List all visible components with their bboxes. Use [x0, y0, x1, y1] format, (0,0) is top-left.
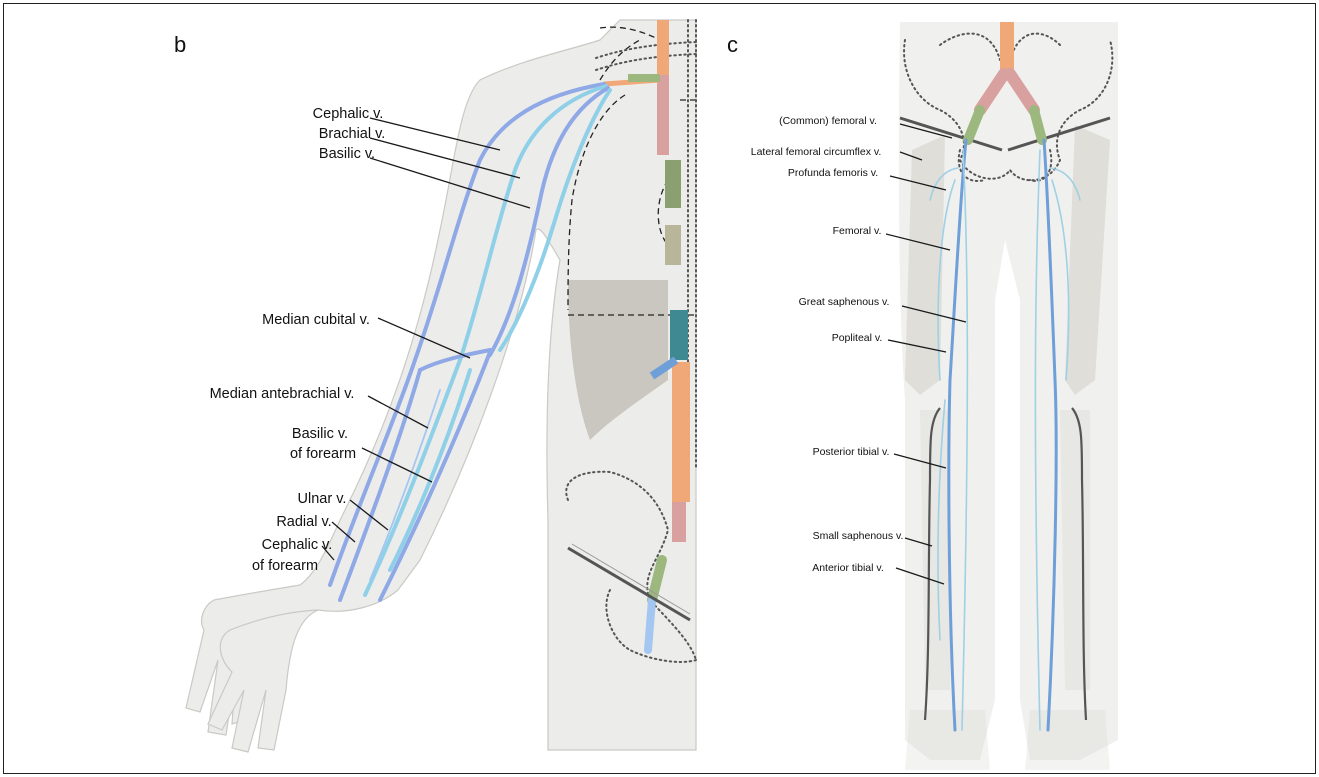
left-tibia	[920, 410, 950, 690]
label-small-saphenous-v: Small saphenous v.	[813, 530, 904, 542]
right-tibia	[1060, 410, 1090, 690]
panel-c-letter: c	[727, 32, 738, 57]
label-ulnar-v: Ulnar v.	[298, 491, 347, 507]
label-popliteal-v: Popliteal v.	[832, 332, 883, 344]
label-radial-v: Radial v.	[276, 514, 331, 530]
label-brachial-v: Brachial v.	[319, 126, 386, 142]
label-cephalic-forearm-line2: of forearm	[252, 558, 318, 574]
central-vein-pink	[657, 75, 669, 155]
label-anterior-tibial-v: Anterior tibial v.	[812, 562, 884, 574]
label-basilic-forearm-line1: Basilic v.	[292, 426, 348, 442]
label-basilic-forearm-line2: of forearm	[290, 446, 356, 462]
label-femoral-v: Femoral v.	[833, 225, 882, 237]
central-vein-orange-lower	[672, 362, 690, 502]
label-cephalic-v: Cephalic v.	[313, 106, 384, 122]
label-great-saphenous-v: Great saphenous v.	[799, 296, 890, 308]
label-cephalic-forearm-line1: Cephalic v.	[262, 537, 333, 553]
label-profunda-femoris-v: Profunda femoris v.	[788, 167, 878, 179]
left-foot	[905, 710, 990, 770]
central-vein-teal	[670, 310, 688, 360]
central-vein-pink-lower	[672, 502, 686, 542]
label-median-cubital-v: Median cubital v.	[262, 312, 370, 328]
label-lateral-femoral-circumflex-v: Lateral femoral circumflex v.	[751, 146, 882, 158]
panel-b-letter: b	[174, 32, 186, 57]
label-median-antebrachial-v: Median antebrachial v.	[210, 386, 355, 402]
label-posterior-tibial-v: Posterior tibial v.	[813, 446, 890, 458]
ivc-segment-c	[1000, 22, 1014, 74]
label-basilic-v: Basilic v.	[319, 146, 375, 162]
label-common-femoral-v: (Common) femoral v.	[779, 115, 877, 127]
central-vein-green-upper	[665, 160, 681, 208]
central-vein-olive	[665, 225, 681, 265]
central-vein-blue-lower	[648, 600, 652, 650]
central-vein-orange-upper	[657, 20, 669, 75]
right-foot	[1025, 710, 1110, 770]
